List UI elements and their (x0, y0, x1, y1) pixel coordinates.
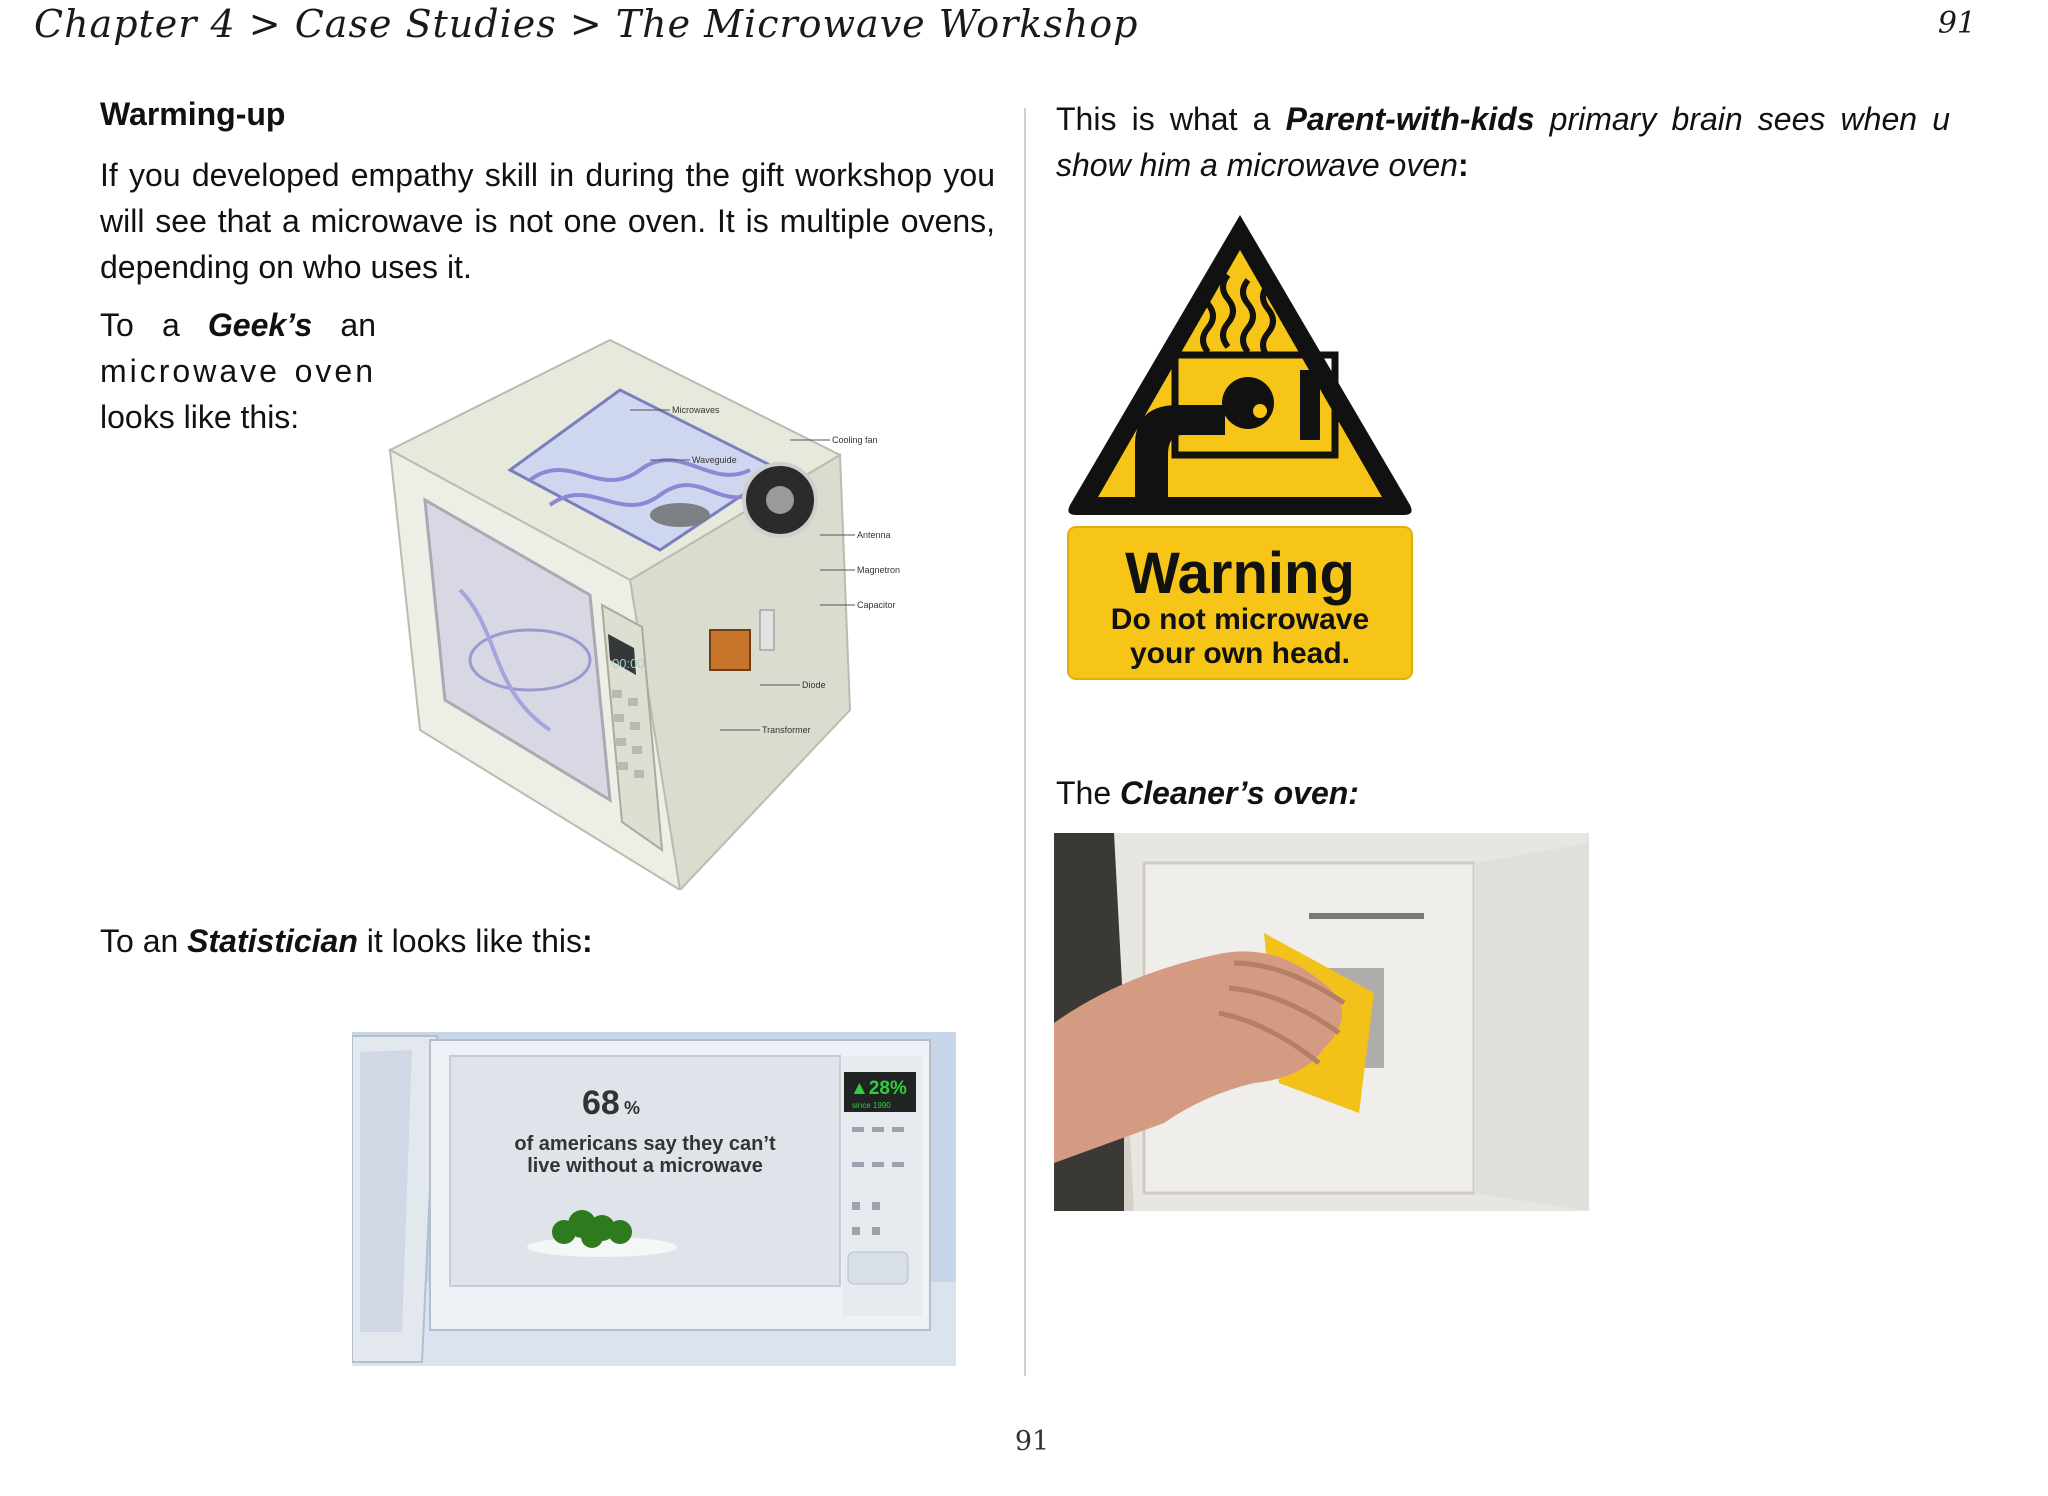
column-divider (1024, 108, 1026, 1376)
geek-microwave-illustration: 00:00 Microwaves Cooling fan Waveguide A… (380, 330, 1020, 890)
stat-side-sub: since 1990 (852, 1101, 891, 1110)
cleaner-emphasis: Cleaner’s oven: (1120, 775, 1359, 811)
callout-diode: Diode (802, 680, 826, 690)
callout-magnetron: Magnetron (857, 565, 900, 575)
callout-waveguide: Waveguide (692, 455, 737, 465)
parent-text-pre: This is what a (1056, 101, 1271, 137)
stat-caption-line2: live without a microwave (527, 1155, 763, 1177)
statistician-paragraph: To an Statistician it looks like this: (100, 918, 800, 964)
stat-emphasis: Statistician (187, 923, 358, 959)
stat-text-pre: To an (100, 923, 179, 959)
page-number: 91 (1014, 1426, 1050, 1457)
intro-paragraph: If you developed empathy skill in during… (100, 157, 995, 285)
stat-caption-line1: of americans say they can’t (514, 1133, 776, 1155)
geek-text-pre: To a (100, 307, 180, 343)
cleaner-text-pre: The (1056, 775, 1112, 811)
stat-big-value: 68 (582, 1084, 620, 1122)
parent-emphasis: Parent-with-kids (1285, 101, 1535, 137)
geek-text-line3: looks like this: (100, 399, 300, 435)
callout-microwaves: Microwaves (672, 405, 720, 415)
warning-line1: Do not microwave (1111, 603, 1369, 636)
callout-antenna: Antenna (857, 530, 891, 540)
stat-colon: : (581, 923, 593, 959)
callout-transformer: Transformer (762, 725, 811, 735)
stat-text-post: it looks like this (366, 923, 582, 959)
section-heading: Warming-up (100, 96, 286, 132)
cleaner-paragraph: The Cleaner’s oven: (1056, 770, 1756, 816)
geek-emphasis: Geek’s (207, 307, 313, 343)
warning-line2: your own head. (1130, 637, 1350, 670)
statistician-microwave-photo: ▲28% since 1990 68 % of americans say th… (352, 1032, 956, 1366)
warning-sign: Warning Do not microwave your own head. (1060, 205, 1420, 685)
callout-capacitor: Capacitor (857, 600, 896, 610)
geek-text-post: an (340, 307, 376, 343)
warning-title: Warning (1125, 541, 1355, 606)
geek-text-line2: microwave oven (100, 353, 376, 389)
running-page-number: 91 (1937, 6, 1976, 41)
parent-text-italic: primary brain sees when u show him a mic… (1056, 101, 1950, 183)
stat-side-value: ▲28% (850, 1078, 907, 1099)
parent-paragraph: This is what a Parent-with-kids primary … (1056, 96, 1950, 188)
geek-display-readout: 00:00 (612, 656, 645, 671)
callout-cooling-fan: Cooling fan (832, 435, 878, 445)
geek-paragraph: To a Geek’s an microwave oven looks like… (100, 302, 376, 440)
running-header: Chapter 4 > Case Studies > The Microwave… (34, 2, 1139, 46)
parent-colon: : (1457, 147, 1469, 183)
stat-big-unit: % (624, 1098, 640, 1118)
cleaner-microwave-photo (1054, 833, 1589, 1211)
